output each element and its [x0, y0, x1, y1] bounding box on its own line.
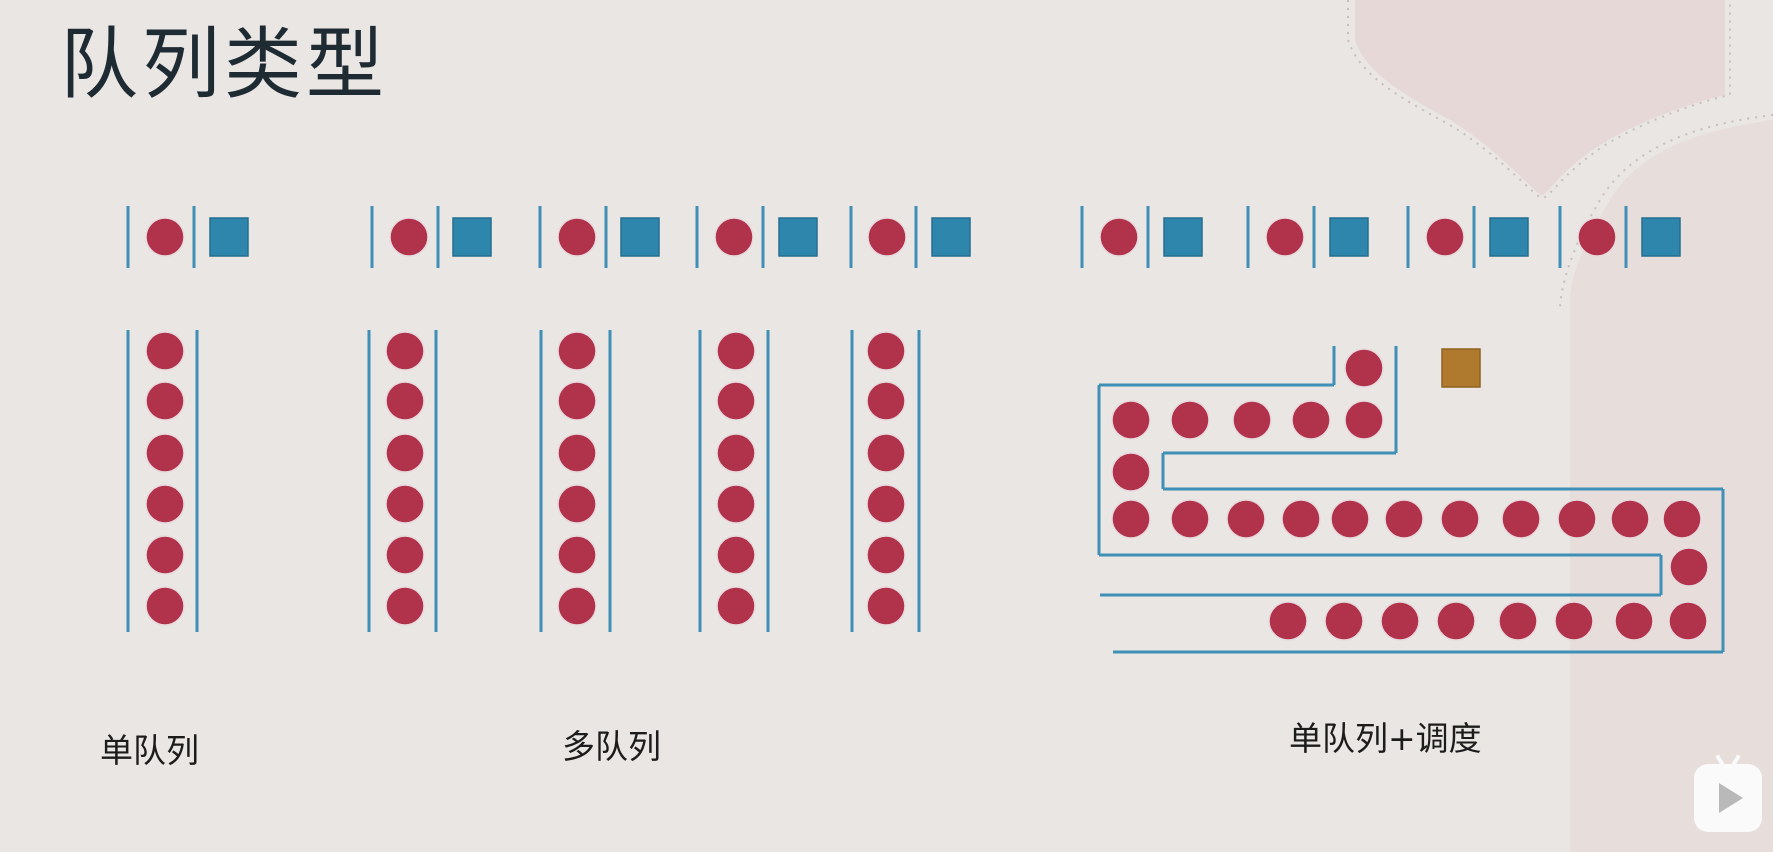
customer-circle: [1610, 499, 1650, 539]
customer-circle: [1344, 348, 1384, 388]
customer-circle: [1330, 499, 1370, 539]
customer-circle: [716, 484, 756, 524]
customer-circle: [866, 331, 906, 371]
customer-circle: [1226, 499, 1266, 539]
customer-circle: [1662, 499, 1702, 539]
customer-circle: [1324, 601, 1364, 641]
server-box: [209, 217, 249, 257]
label-single-queue-dispatch: 单队列+调度: [1289, 719, 1482, 758]
badge-ears-icon: [1716, 755, 1740, 768]
play-icon: [1719, 783, 1743, 813]
customer-circle: [716, 586, 756, 626]
customer-circle: [714, 217, 754, 257]
customer-circle: [145, 217, 185, 257]
customer-circle: [145, 586, 185, 626]
customer-circle: [557, 586, 597, 626]
customer-circle: [557, 535, 597, 575]
customer-circle: [145, 535, 185, 575]
customers-layer: [145, 217, 1709, 641]
customer-circle: [716, 331, 756, 371]
customer-circle: [1111, 452, 1151, 492]
server-box: [1489, 217, 1529, 257]
server-box: [1163, 217, 1203, 257]
customer-circle: [1557, 499, 1597, 539]
customer-circle: [385, 381, 425, 421]
customer-circle: [1281, 499, 1321, 539]
customer-circle: [716, 535, 756, 575]
customer-circle: [1111, 400, 1151, 440]
queue-lanes: [126, 206, 1725, 654]
customer-circle: [557, 433, 597, 473]
customer-circle: [1170, 499, 1210, 539]
customer-circle: [557, 331, 597, 371]
customer-circle: [1344, 400, 1384, 440]
customer-circle: [1668, 601, 1708, 641]
background-decoration: [1347, 0, 1773, 852]
customer-circle: [1170, 400, 1210, 440]
label-single-queue: 单队列: [100, 731, 199, 770]
customer-circle: [716, 381, 756, 421]
server-box: [620, 217, 660, 257]
customer-circle: [1232, 400, 1272, 440]
customer-circle: [1291, 400, 1331, 440]
dispatcher-box: [1441, 348, 1481, 388]
customer-circle: [385, 535, 425, 575]
customer-circle: [557, 217, 597, 257]
customer-circle: [145, 433, 185, 473]
customer-circle: [385, 484, 425, 524]
customer-circle: [145, 381, 185, 421]
customer-circle: [145, 331, 185, 371]
customer-circle: [1501, 499, 1541, 539]
customer-circle: [866, 433, 906, 473]
customer-circle: [1425, 217, 1465, 257]
customer-circle: [1111, 499, 1151, 539]
server-box: [1641, 217, 1681, 257]
customer-circle: [1436, 601, 1476, 641]
customer-circle: [1498, 601, 1538, 641]
customer-circle: [385, 586, 425, 626]
customer-circle: [557, 484, 597, 524]
customer-circle: [1440, 499, 1480, 539]
customer-circle: [1380, 601, 1420, 641]
customer-circle: [145, 484, 185, 524]
server-box: [1329, 217, 1369, 257]
customer-circle: [866, 586, 906, 626]
customer-circle: [385, 433, 425, 473]
label-multi-queue: 多队列: [562, 727, 661, 766]
customer-circle: [866, 484, 906, 524]
server-box: [452, 217, 492, 257]
server-box: [931, 217, 971, 257]
customer-circle: [1265, 217, 1305, 257]
video-play-badge[interactable]: [1694, 755, 1762, 832]
customer-circle: [385, 331, 425, 371]
customer-circle: [1577, 217, 1617, 257]
customer-circle: [557, 381, 597, 421]
customer-circle: [716, 433, 756, 473]
customer-circle: [1384, 499, 1424, 539]
server-box: [778, 217, 818, 257]
customer-circle: [1268, 601, 1308, 641]
customer-circle: [1554, 601, 1594, 641]
customer-circle: [1669, 547, 1709, 587]
customer-circle: [866, 381, 906, 421]
customer-circle: [1614, 601, 1654, 641]
customer-circle: [389, 217, 429, 257]
customer-circle: [867, 217, 907, 257]
servers-layer: [209, 217, 1681, 257]
customer-circle: [866, 535, 906, 575]
customer-circle: [1099, 217, 1139, 257]
page-title: 队列类型: [60, 20, 389, 110]
